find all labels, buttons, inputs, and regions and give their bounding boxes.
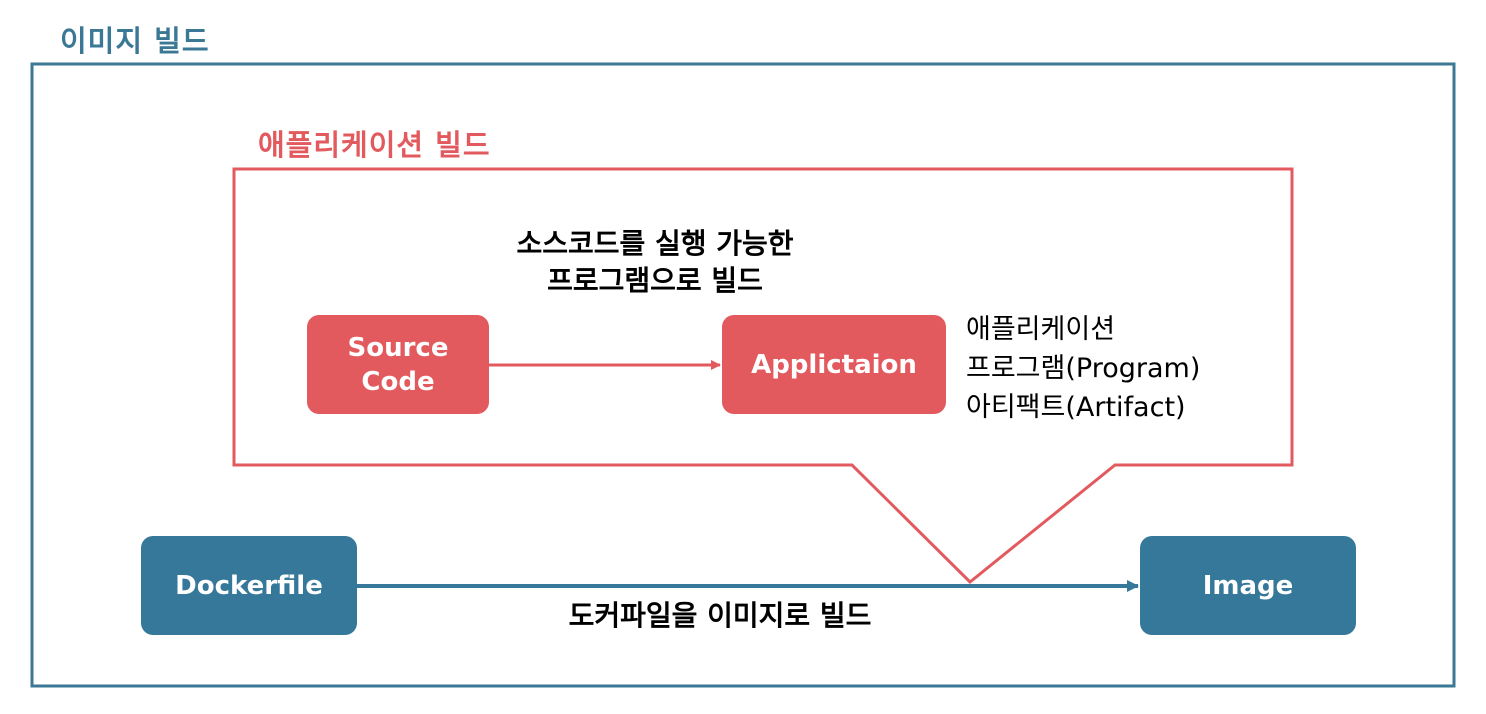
- app-build-title: 애플리케이션 빌드: [258, 128, 491, 162]
- source-code-label-line1: Source: [347, 332, 449, 363]
- application-info-line1: 애플리케이션: [966, 314, 1116, 345]
- application-node: Applictaion: [722, 315, 946, 414]
- dockerfile-node: Dockerfile: [141, 536, 357, 635]
- source-code-label-line2: Code: [361, 366, 435, 397]
- application-label: Applictaion: [751, 349, 917, 380]
- source-code-node: Source Code: [307, 315, 489, 414]
- app-build-description-line2: 프로그램으로 빌드: [547, 264, 763, 297]
- image-build-title: 이미지 빌드: [60, 24, 210, 58]
- application-info-line3: 아티팩트(Artifact): [966, 392, 1186, 423]
- image-build-frame: [30, 62, 1456, 688]
- image-node: Image: [1140, 536, 1356, 635]
- dockerfile-label: Dockerfile: [175, 570, 323, 601]
- dockerfile-build-label: 도커파일을 이미지로 빌드: [568, 599, 872, 632]
- app-build-callout: [232, 167, 1294, 585]
- image-label: Image: [1202, 570, 1294, 601]
- app-build-description-line1: 소스코드를 실행 가능한: [516, 227, 794, 260]
- application-info: 애플리케이션 프로그램(Program) 아티팩트(Artifact): [966, 310, 1200, 427]
- application-info-line2: 프로그램(Program): [966, 353, 1201, 384]
